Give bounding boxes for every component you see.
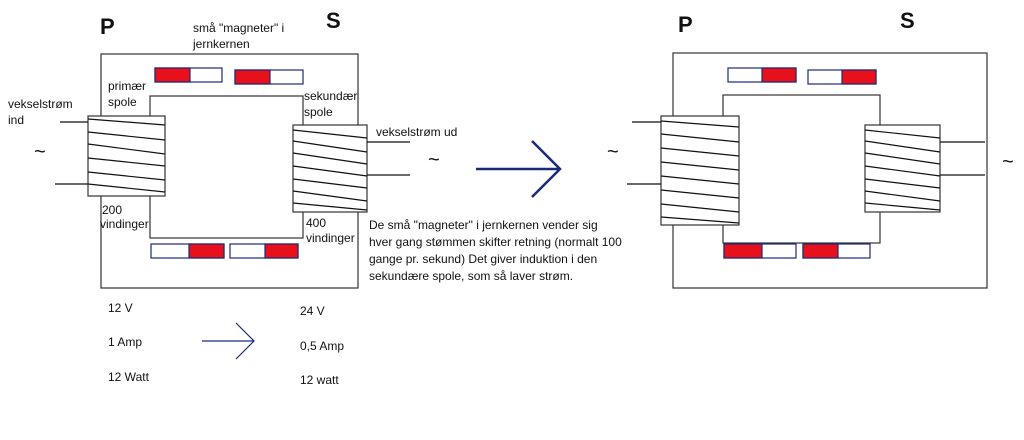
explanation-line: sekundære spole, som så laver strøm. [369,269,573,283]
secondary-turns-1: 400 [306,216,326,230]
primary-turns-1: 200 [102,203,122,217]
ac-symbol: ~ [1002,151,1014,173]
magnet [802,243,871,259]
ac-symbol: ~ [34,141,46,163]
magnet [154,67,223,83]
ac-in-label-1: vekselstrøm [8,97,73,111]
magnet [807,69,877,85]
output-wires [940,141,985,176]
magnet [229,243,299,259]
ac-in-label-2: ind [8,113,24,127]
big-arrow-icon [476,140,562,198]
left-transformer: P S små "magneter" i jernkernen primær s… [8,8,457,289]
secondary-coil-label-2: spole [304,105,333,119]
secondary-turns-2: vindinger [306,231,355,245]
secondary-label: S [326,8,341,33]
secondary-coil [292,124,368,213]
magnet [727,67,797,83]
primary-label: P [678,12,693,37]
ac-symbol: ~ [607,141,619,163]
secondary-voltage: 24 V [300,304,325,318]
iron-core-inner [149,95,304,239]
right-transformer: P S ~ ~ [607,8,1014,289]
secondary-coil [864,124,941,213]
secondary-power: 12 watt [300,373,339,387]
small-arrow-icon [202,322,255,360]
magnets-label-line2: jernkernen [192,37,250,51]
iron-core-inner [722,94,881,244]
magnet [234,69,304,85]
primary-power: 12 Watt [108,370,150,384]
primary-label: P [100,14,115,39]
primary-coil [660,115,740,226]
secondary-label: S [900,8,915,33]
primary-coil [87,115,166,197]
secondary-current: 0,5 Amp [300,339,344,353]
explanation-text: De små "magneter" i jernkernen vender si… [369,218,622,283]
explanation-line: gange pr. sekund) Det giver induktion i … [369,252,597,266]
primary-voltage: 12 V [108,301,133,315]
input-wires [627,121,661,185]
explanation-line: hver gang stømmen skifter retning (norma… [369,235,622,249]
ac-out-label: vekselstrøm ud [376,125,457,139]
output-wires [367,141,410,176]
secondary-coil-label-1: sekundær [304,89,357,103]
primary-turns-2: vindinger [100,217,149,231]
primary-coil-label-2: spole [108,95,137,109]
primary-values: 12 V 1 Amp 12 Watt [108,301,150,384]
secondary-values: 24 V 0,5 Amp 12 watt [300,304,344,387]
magnets-label-line1: små "magneter" i [193,21,284,35]
input-wires [55,121,88,185]
primary-coil-label-1: primær [108,79,146,93]
ac-symbol: ~ [428,149,440,171]
magnet [150,243,225,259]
explanation-line: De små "magneter" i jernkernen vender si… [369,218,598,232]
primary-current: 1 Amp [108,335,142,349]
magnet [723,243,797,259]
